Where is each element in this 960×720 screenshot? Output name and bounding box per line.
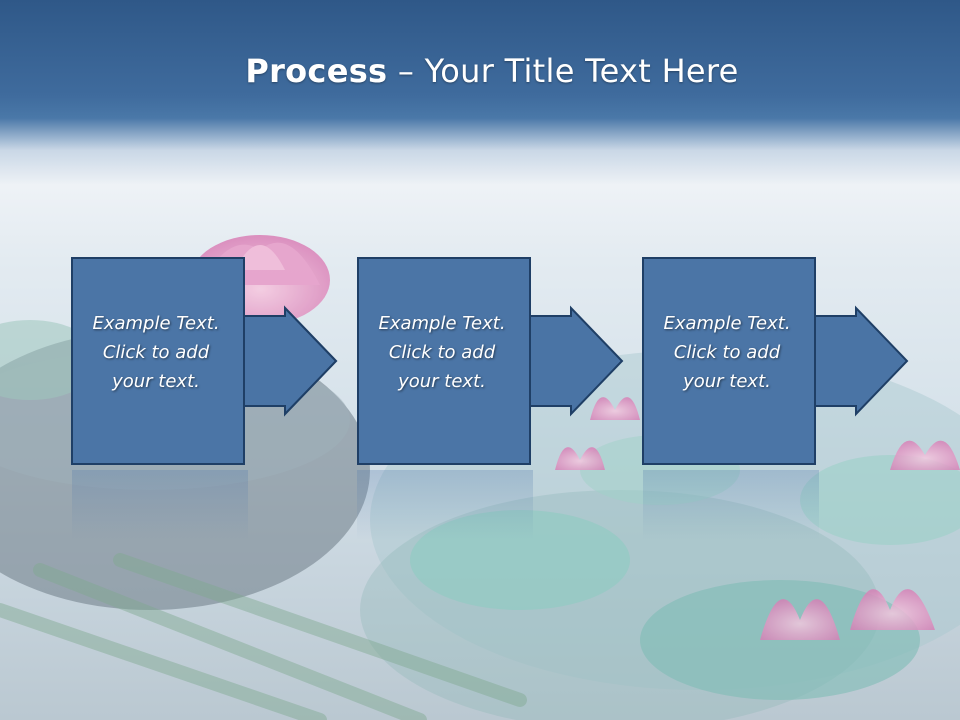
process-step-1[interactable]: Example Text. Click to add your text.	[70, 256, 340, 468]
process-step-3[interactable]: Example Text. Click to add your text.	[641, 256, 911, 468]
process-step-2[interactable]: Example Text. Click to add your text.	[356, 256, 626, 468]
step-reflection	[72, 470, 248, 540]
title-rest: – Your Title Text Here	[387, 52, 739, 90]
step-text[interactable]: Example Text. Click to add your text.	[92, 313, 220, 392]
title-bold: Process	[245, 52, 388, 90]
arrow-box-shape	[71, 257, 338, 465]
arrow-box-shape	[642, 257, 909, 465]
step-text[interactable]: Example Text. Click to add your text.	[378, 313, 506, 392]
slide-title[interactable]: Process – Your Title Text Here	[0, 52, 960, 90]
arrow-box-shape	[357, 257, 624, 465]
step-text[interactable]: Example Text. Click to add your text.	[663, 313, 791, 392]
step-reflection	[643, 470, 819, 540]
step-reflection	[357, 470, 533, 540]
